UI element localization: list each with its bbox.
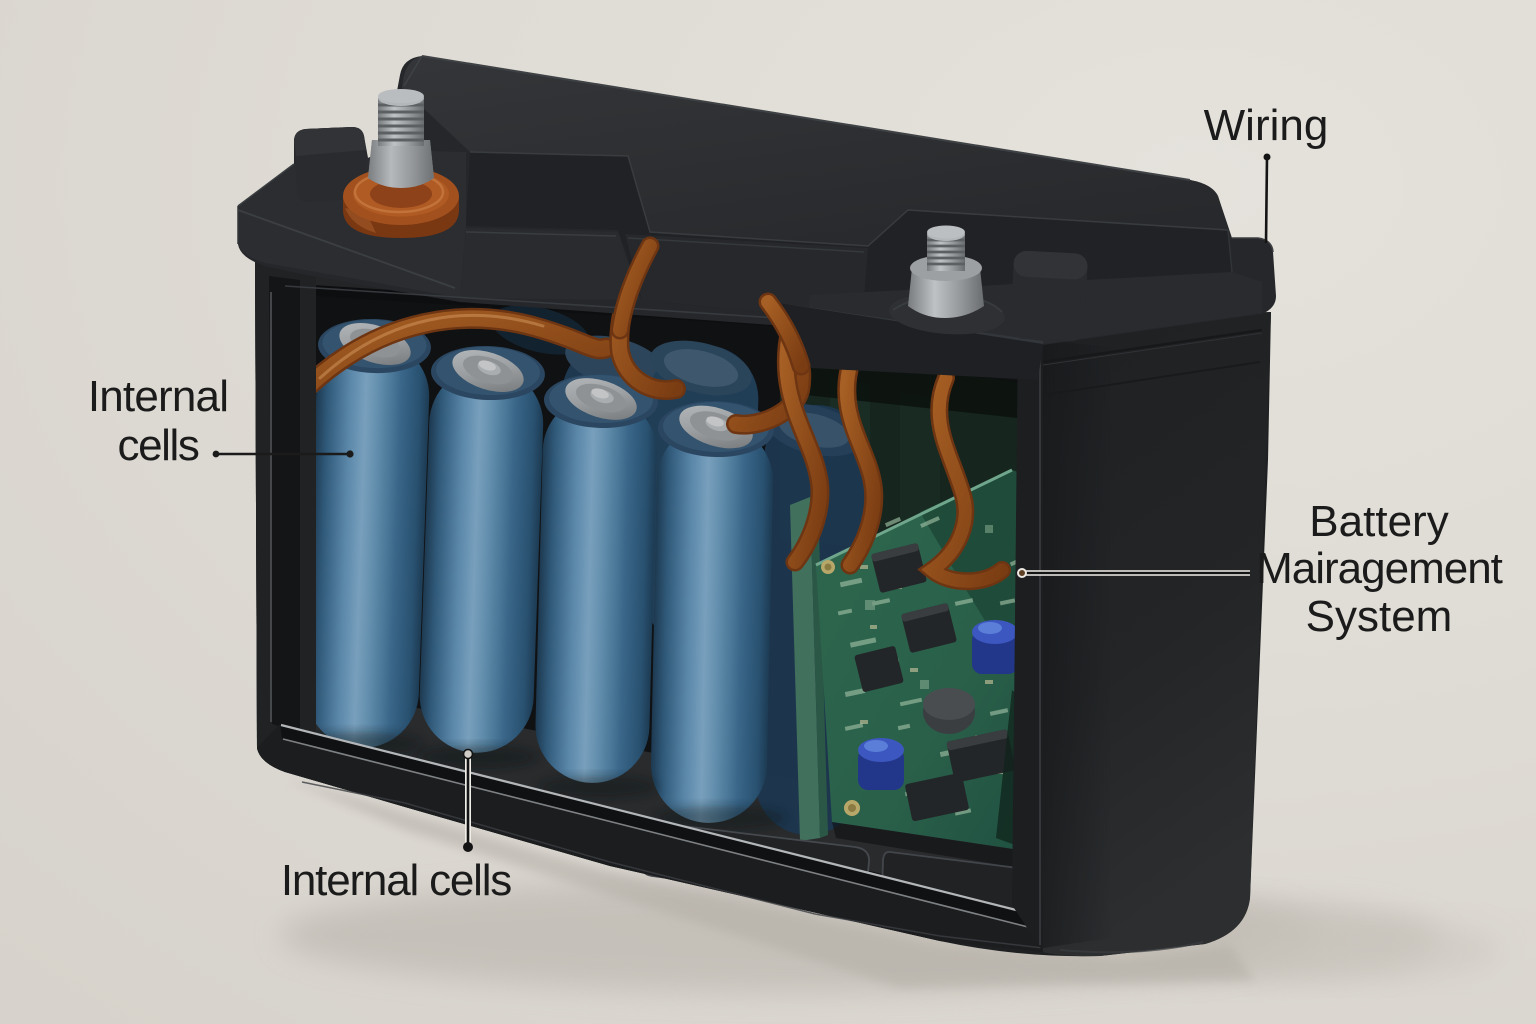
svg-text:Internal: Internal <box>88 372 228 421</box>
svg-text:Mairagement: Mairagement <box>1256 544 1503 593</box>
svg-text:System: System <box>1306 592 1453 641</box>
svg-text:Internal cells: Internal cells <box>281 856 511 905</box>
svg-text:cells: cells <box>117 421 198 470</box>
svg-text:Wiring: Wiring <box>1204 101 1329 150</box>
svg-text:Battery: Battery <box>1309 497 1448 546</box>
